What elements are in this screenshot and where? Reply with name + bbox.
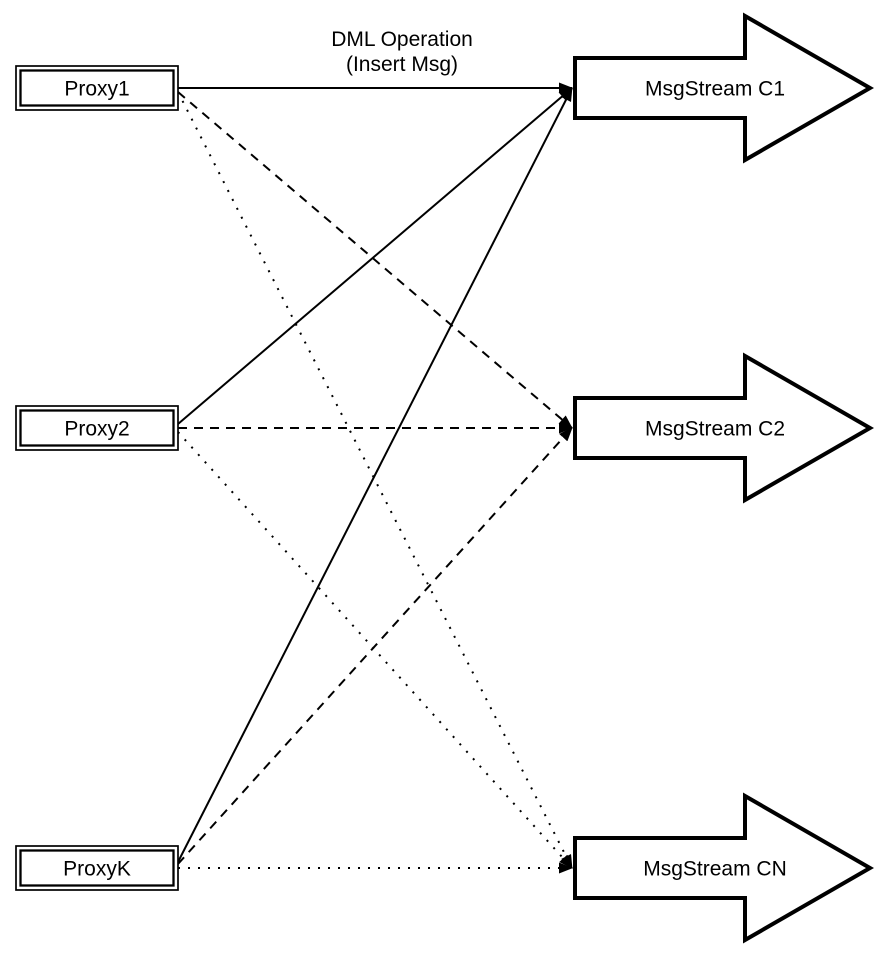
proxyk-label: ProxyK (63, 858, 131, 881)
edge-title-line2: (Insert Msg) (346, 53, 458, 76)
msgstream-c1-arrow: MsgStream C1 (573, 12, 875, 164)
proxy1-node: Proxy1 (15, 65, 179, 111)
edge-proxy1-msgstream-c2-dashed (177, 91, 573, 429)
proxy2-box-inner-border (19, 409, 175, 447)
proxy1-label: Proxy1 (64, 78, 129, 101)
proxyk-box (15, 845, 179, 891)
msgstream-cn-arrow: MsgStream CN (573, 792, 875, 944)
proxy1-box (15, 65, 179, 111)
block-arrow-right-icon (573, 12, 875, 164)
edge-proxyk-msgstream-c1-solid (177, 87, 573, 863)
edge-group (177, 82, 573, 874)
edge-proxy2-msgstream-cn-dotted (177, 431, 573, 869)
block-arrow-right-icon (573, 792, 875, 944)
edge-proxy1-msgstream-cn-dotted (177, 91, 573, 869)
msgstream-cn-label: MsgStream CN (643, 858, 787, 881)
edge-proxy2-msgstream-c1-solid (177, 87, 573, 425)
proxy2-label: Proxy2 (64, 418, 129, 441)
proxyk-box-inner-border (19, 849, 175, 887)
edge-title: DML Operation (Insert Msg) (331, 28, 473, 76)
edge-title-line1: DML Operation (331, 28, 473, 51)
proxy1-box-inner-border (19, 69, 175, 107)
proxy2-node: Proxy2 (15, 405, 179, 451)
edge-proxyk-msgstream-c2-dashed (177, 427, 573, 865)
msgstream-c2-label: MsgStream C2 (645, 418, 785, 441)
msgstream-c2-arrow: MsgStream C2 (573, 352, 875, 504)
proxyk-node: ProxyK (15, 845, 179, 891)
block-arrow-right-icon (573, 352, 875, 504)
msgstream-c1-label: MsgStream C1 (645, 78, 785, 101)
proxy2-box (15, 405, 179, 451)
